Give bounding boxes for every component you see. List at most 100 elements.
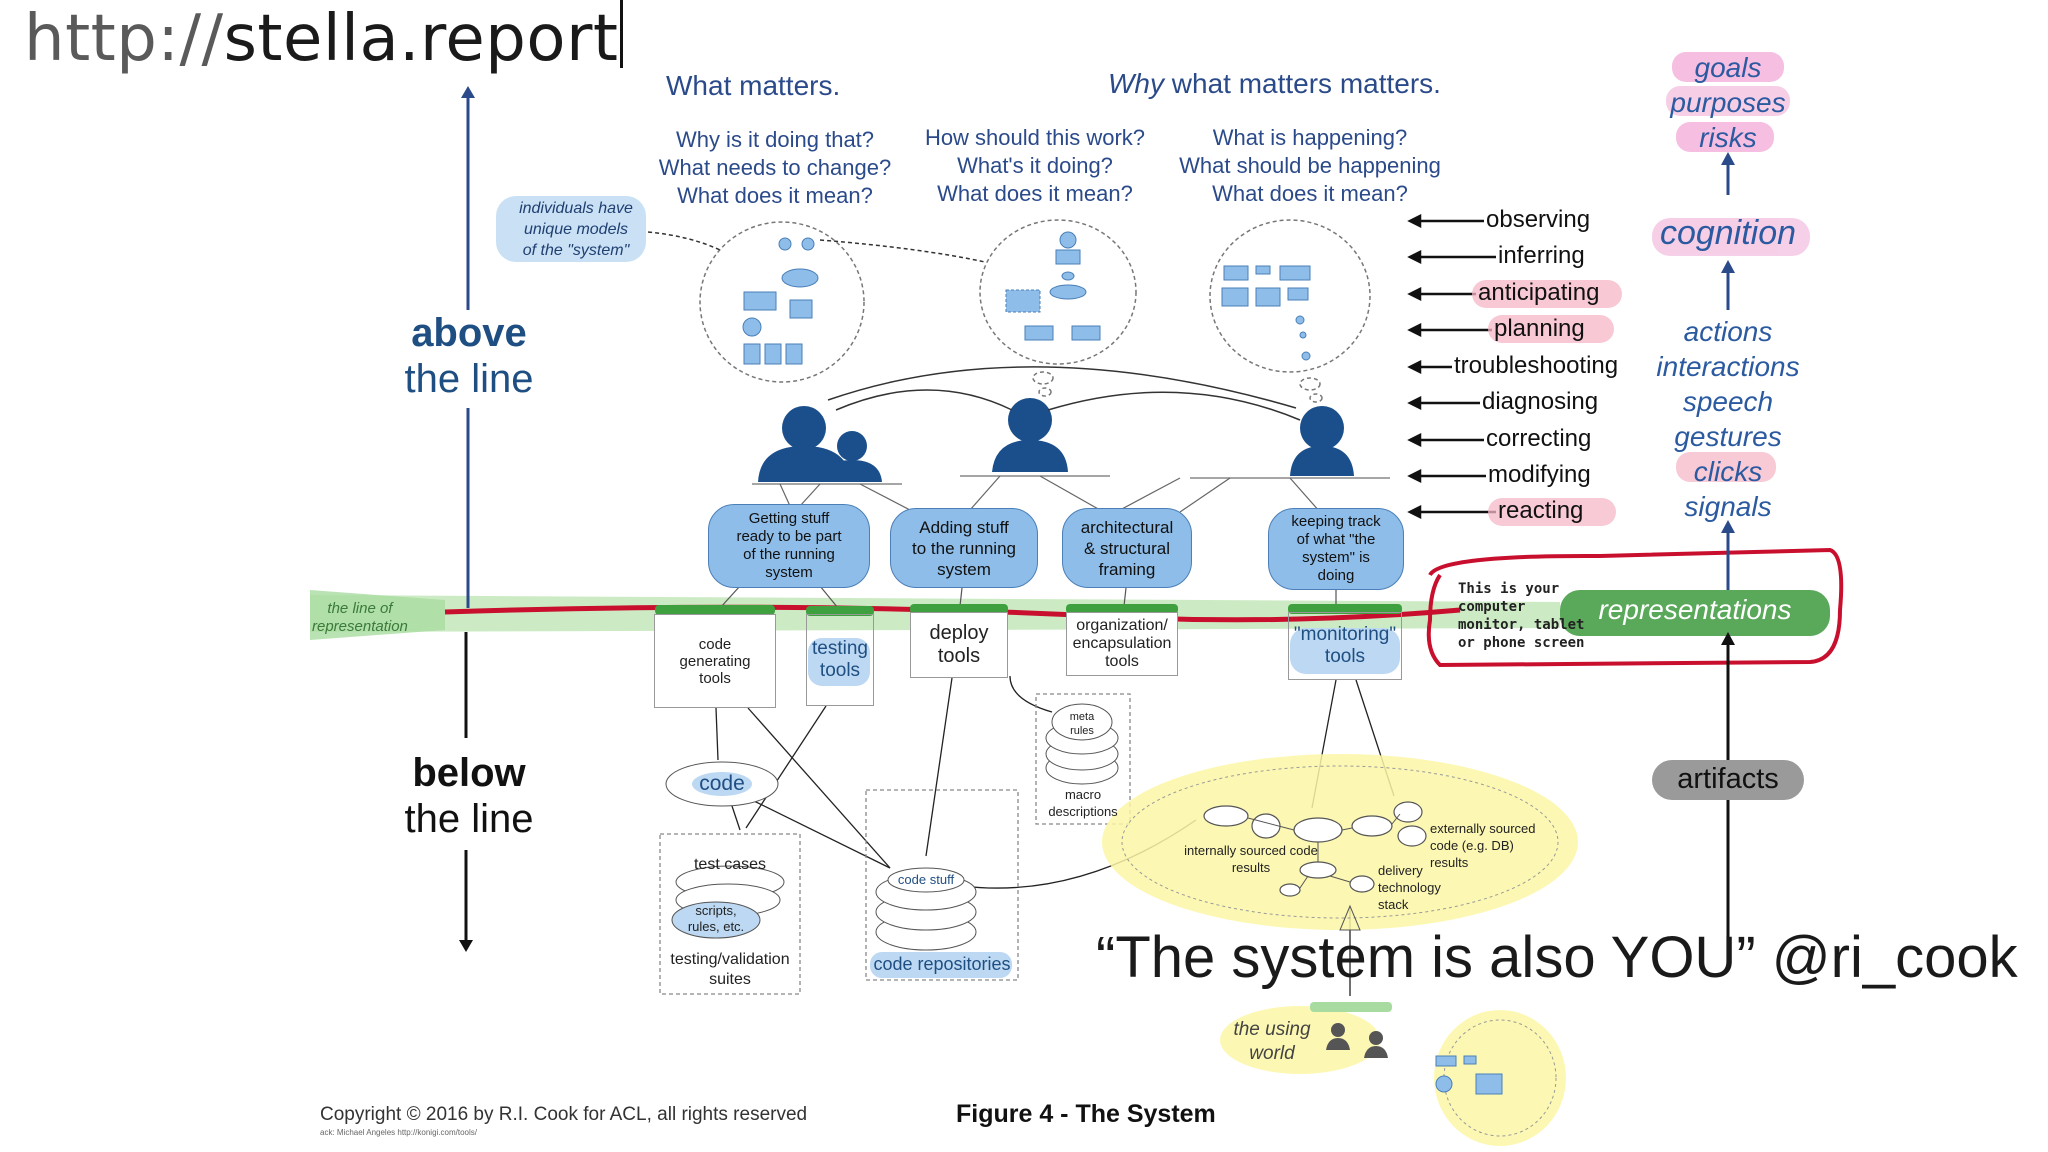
tool-line: testing (812, 638, 868, 659)
line-label-1: the line of (327, 600, 393, 617)
note-line: individuals have (519, 200, 633, 217)
monitor-line: monitor, tablet (1458, 617, 1585, 633)
above-bold: above (411, 311, 527, 355)
tool-line: code (698, 635, 732, 653)
monitor-note: This is your computer monitor, tablet or… (1458, 580, 1584, 652)
delivery-line: technology (1378, 880, 1441, 895)
scripts-line: scripts, (695, 903, 737, 918)
right-item: signals (1684, 491, 1772, 522)
question: What should be happening (1179, 153, 1441, 178)
using-line: world (1249, 1043, 1295, 1064)
monitor-line: or phone screen (1458, 635, 1585, 651)
activity-line: system (937, 559, 991, 579)
meta-line: rules (1070, 725, 1094, 737)
line-of-representation-label: the line of representation (312, 600, 408, 636)
figure-caption: Figure 4 - The System (956, 1100, 1216, 1128)
tool-line: encapsulation (1072, 635, 1172, 652)
external-line: results (1430, 855, 1469, 870)
question: Why is it doing that? (675, 127, 875, 152)
activity-line: system" is (1302, 549, 1370, 566)
red-line (444, 604, 1461, 623)
testing-suites-label: testing/validation suites (660, 950, 800, 990)
below-the-line-label: below the line (386, 750, 552, 842)
below-arrow-head (459, 940, 473, 952)
person-silhouette-2 (992, 398, 1068, 472)
using-world-label: the using world (1222, 1018, 1322, 1066)
activity-line: to the running (912, 538, 1016, 558)
person-silhouette-3 (1290, 406, 1354, 476)
note-line: unique models (523, 221, 629, 238)
tool-line: tools (1324, 646, 1366, 667)
above-arrow-head (461, 86, 475, 98)
activity-line: doing (1317, 567, 1355, 584)
right-item: gestures (1674, 421, 1782, 452)
tool-line: tools (699, 669, 731, 687)
actions-list: actions interactions speech gestures cli… (1628, 314, 1828, 524)
internal-line: results (1231, 860, 1271, 875)
heading-why-rest: what matters matters. (1164, 68, 1441, 99)
goals-list: goals purposes risks (1628, 50, 1828, 155)
monitor-line: This is your (1458, 581, 1560, 597)
text-caret (620, 0, 624, 68)
url-title: http://stella.report (24, 0, 624, 76)
activity-line: & structural (1084, 538, 1170, 558)
using-world-cloud (1220, 1006, 1380, 1074)
monitor-line: computer (1458, 599, 1526, 615)
heading-what-matters: What matters. (666, 70, 841, 101)
verb-planning: planning (1494, 315, 1585, 342)
below-bold: below (412, 751, 526, 795)
verb-modifying: modifying (1488, 461, 1591, 488)
suites-line: testing/validation (670, 951, 790, 968)
verb-reacting: reacting (1498, 497, 1584, 524)
right-item: speech (1682, 386, 1774, 417)
tool-line: deploy (929, 622, 989, 644)
verb-diagnosing: diagnosing (1482, 388, 1599, 415)
activity-line: of what "the (1296, 531, 1376, 548)
question: What needs to change? (658, 155, 892, 180)
suites-line: suites (709, 971, 751, 988)
question: How should this work? (924, 125, 1146, 150)
activity-line: framing (1098, 559, 1156, 579)
scripts-label: scripts,rules, etc. (674, 903, 758, 935)
verb-troubleshooting: troubleshooting (1454, 352, 1619, 379)
question: What does it mean? (937, 181, 1133, 206)
using-line: the using (1233, 1019, 1311, 1040)
right-item: goals (1694, 52, 1762, 83)
tool-line: organization/ (1076, 617, 1168, 634)
test-cases-label: test cases (693, 856, 767, 873)
cognition-label: cognition (1659, 214, 1797, 252)
tool-line: tools (937, 645, 981, 667)
individual-models-note: individuals have unique models of the "s… (500, 198, 652, 261)
line-of-representation-left (310, 590, 445, 640)
tool-line: tools (819, 660, 861, 681)
tool-line: "monitoring" (1293, 624, 1397, 645)
code-label: code (699, 772, 745, 795)
verb-observing: observing (1486, 206, 1591, 233)
code-stuff-label: code stuff (897, 872, 955, 887)
verb-inferring: inferring (1498, 242, 1585, 269)
tool-line: generating (679, 652, 751, 670)
activity-line: Getting stuff (748, 510, 830, 527)
question: What does it mean? (677, 183, 873, 208)
right-item: risks (1699, 122, 1757, 153)
code-repositories-box (865, 789, 1019, 981)
activity-line: architectural (1080, 517, 1174, 537)
macro-line: macro (1064, 787, 1102, 802)
line-label-2: representation (312, 618, 408, 635)
representations-label: representations (1598, 594, 1792, 625)
copyright: Copyright © 2016 by R.I. Cook for ACL, a… (320, 1104, 808, 1125)
right-item: actions (1683, 316, 1773, 347)
url-host: stella.report (223, 2, 619, 76)
